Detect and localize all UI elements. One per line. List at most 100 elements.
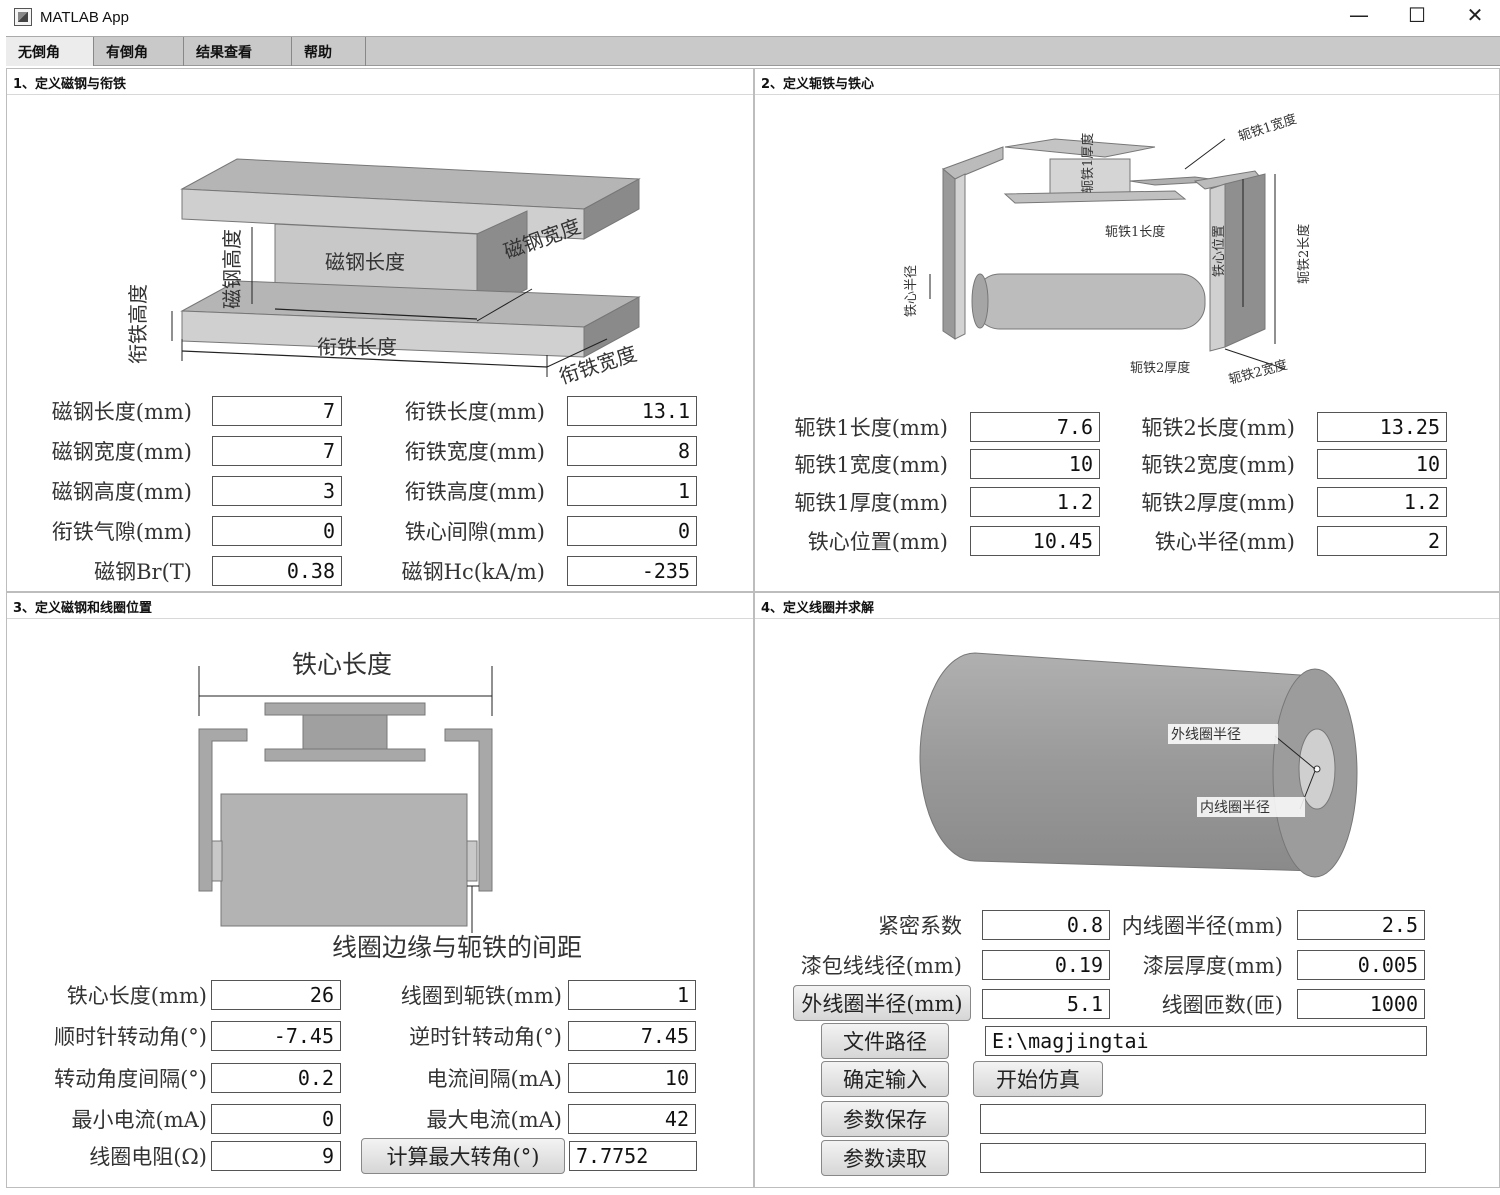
outer-radius-input[interactable]: 5.1 bbox=[982, 989, 1110, 1019]
yoke-core-diagram: 轭铁1宽度 轭铁1厚度 轭铁1长度 铁心位置 轭铁2长度 铁心半径 轭铁2厚度 … bbox=[904, 111, 1312, 388]
load-params-button[interactable]: 参数读取 bbox=[821, 1140, 949, 1176]
panel-magnet-coil-position: 3、定义磁钢和线圈位置 铁心长度 线圈边缘与轭铁的间距 铁心长度(mm) 26 … bbox=[6, 592, 754, 1188]
field-yoke2-thickness: 轭铁2厚度(mm) 1.2 bbox=[1127, 487, 1447, 517]
field-armature-width: 衔铁宽度(mm) 8 bbox=[377, 436, 697, 466]
angle-interval-input[interactable]: 0.2 bbox=[211, 1063, 341, 1093]
save-params-button[interactable]: 参数保存 bbox=[821, 1101, 949, 1137]
label-core-radius: 铁心半径 bbox=[904, 265, 919, 317]
field-cw-angle: 顺时针转动角(°) -7.45 bbox=[19, 1021, 341, 1051]
field-armature-length: 衔铁长度(mm) 13.1 bbox=[377, 396, 697, 426]
current-interval-input[interactable]: 10 bbox=[568, 1063, 696, 1093]
magnet-length-input[interactable]: 7 bbox=[212, 396, 342, 426]
minimize-button[interactable]: — bbox=[1349, 3, 1369, 27]
max-current-input[interactable]: 42 bbox=[568, 1104, 696, 1134]
magnet-hc-input[interactable]: -235 bbox=[567, 556, 697, 586]
title-bar: MATLAB App — ☐ ✕ bbox=[0, 0, 1500, 34]
yoke1-length-input[interactable]: 7.6 bbox=[970, 412, 1100, 442]
field-angle-interval: 转动角度间隔(°) 0.2 bbox=[19, 1063, 341, 1093]
core-position-input[interactable]: 10.45 bbox=[970, 526, 1100, 556]
label-magnet-length: 磁钢长度 bbox=[325, 250, 405, 274]
label-inner-radius: 内线圈半径 bbox=[1200, 800, 1270, 816]
cw-angle-input[interactable]: -7.45 bbox=[211, 1021, 341, 1051]
maximize-button[interactable]: ☐ bbox=[1408, 3, 1426, 27]
magnet-width-input[interactable]: 7 bbox=[212, 436, 342, 466]
yoke2-width-input[interactable]: 10 bbox=[1317, 449, 1447, 479]
tab-chamfer[interactable]: 有倒角 bbox=[94, 37, 184, 66]
field-wire-diameter: 漆包线线径(mm) 0.19 bbox=[770, 950, 1110, 980]
core-length-input[interactable]: 26 bbox=[211, 980, 341, 1010]
file-path-button[interactable]: 文件路径 bbox=[821, 1023, 949, 1059]
core-radius-input[interactable]: 2 bbox=[1317, 526, 1447, 556]
panel-title: 4、定义线圈并求解 bbox=[755, 593, 1499, 619]
field-yoke1-thickness: 轭铁1厚度(mm) 1.2 bbox=[780, 487, 1100, 517]
armature-width-input[interactable]: 8 bbox=[567, 436, 697, 466]
magnet-height-input[interactable]: 3 bbox=[212, 476, 342, 506]
coil-position-diagram: 铁心长度 线圈边缘与轭铁的间距 bbox=[198, 650, 582, 962]
tab-help[interactable]: 帮助 bbox=[292, 37, 366, 66]
coating-thickness-input[interactable]: 0.005 bbox=[1297, 950, 1425, 980]
panel-title: 2、定义轭铁与铁心 bbox=[755, 69, 1499, 95]
armature-length-input[interactable]: 13.1 bbox=[567, 396, 697, 426]
matlab-app-icon bbox=[14, 8, 32, 26]
field-yoke2-width: 轭铁2宽度(mm) 10 bbox=[1127, 449, 1447, 479]
packing-factor-input[interactable]: 0.8 bbox=[982, 910, 1110, 940]
start-simulation-button[interactable]: 开始仿真 bbox=[973, 1061, 1103, 1097]
panel-yoke-core: 2、定义轭铁与铁心 轭铁1宽度 轭铁1厚度 轭铁1长度 铁心位置 轭铁2长度 铁… bbox=[754, 68, 1500, 592]
field-ccw-angle: 逆时针转动角(°) 7.45 bbox=[367, 1021, 696, 1051]
inner-radius-input[interactable]: 2.5 bbox=[1297, 910, 1425, 940]
field-coil-resistance: 线圈电阻(Ω) 9 bbox=[19, 1141, 341, 1171]
field-core-radius: 铁心半径(mm) 2 bbox=[1127, 526, 1447, 556]
tab-bar: 无倒角 有倒角 结果查看 帮助 bbox=[6, 36, 1500, 66]
field-coil-turns: 线圈匝数(匝) 1000 bbox=[1115, 989, 1425, 1019]
panel-title: 3、定义磁钢和线圈位置 bbox=[7, 593, 753, 619]
file-path-input[interactable]: E:\magjingtai bbox=[985, 1026, 1427, 1056]
field-magnet-length: 磁钢长度(mm) 7 bbox=[17, 396, 342, 426]
yoke2-thickness-input[interactable]: 1.2 bbox=[1317, 487, 1447, 517]
field-armature-gap: 衔铁气隙(mm) 0 bbox=[17, 516, 342, 546]
label-core-position: 铁心位置 bbox=[1212, 225, 1227, 277]
core-gap-input[interactable]: 0 bbox=[567, 516, 697, 546]
field-yoke1-width: 轭铁1宽度(mm) 10 bbox=[780, 449, 1100, 479]
max-angle-result: 7.7752 bbox=[569, 1141, 697, 1171]
field-inner-radius: 内线圈半径(mm) 2.5 bbox=[1115, 910, 1425, 940]
coil-turns-input[interactable]: 1000 bbox=[1297, 989, 1425, 1019]
save-params-output[interactable] bbox=[980, 1104, 1426, 1134]
field-min-current: 最小电流(mA) 0 bbox=[19, 1104, 341, 1134]
armature-gap-input[interactable]: 0 bbox=[212, 516, 342, 546]
magnet-armature-diagram: 磁钢高度 磁钢长度 磁钢宽度 衔铁高度 衔铁长度 衔铁宽度 bbox=[126, 158, 641, 389]
field-magnet-br: 磁钢Br(T) 0.38 bbox=[17, 556, 342, 586]
label-yoke2-width: 轭铁2宽度 bbox=[1227, 357, 1289, 388]
panel-magnet-armature: 1、定义磁钢与衔铁 磁钢高度 磁钢长度 磁钢宽度 衔铁高度 衔铁长度 衔铁宽度 … bbox=[6, 68, 754, 592]
magnet-br-input[interactable]: 0.38 bbox=[212, 556, 342, 586]
field-magnet-hc: 磁钢Hc(kA/m) -235 bbox=[377, 556, 697, 586]
armature-height-input[interactable]: 1 bbox=[567, 476, 697, 506]
min-current-input[interactable]: 0 bbox=[211, 1104, 341, 1134]
coil-cylinder-diagram: 外线圈半径 内线圈半径 bbox=[919, 652, 1358, 878]
label-outer-radius: 外线圈半径 bbox=[1171, 727, 1241, 743]
close-button[interactable]: ✕ bbox=[1466, 3, 1484, 27]
wire-diameter-input[interactable]: 0.19 bbox=[982, 950, 1110, 980]
field-current-interval: 电流间隔(mA) 10 bbox=[367, 1063, 696, 1093]
label-yoke1-length: 轭铁1长度 bbox=[1105, 224, 1165, 240]
field-coating-thickness: 漆层厚度(mm) 0.005 bbox=[1115, 950, 1425, 980]
yoke1-width-input[interactable]: 10 bbox=[970, 449, 1100, 479]
ccw-angle-input[interactable]: 7.45 bbox=[568, 1021, 696, 1051]
tab-no-chamfer[interactable]: 无倒角 bbox=[6, 37, 94, 66]
yoke1-thickness-input[interactable]: 1.2 bbox=[970, 487, 1100, 517]
field-core-position: 铁心位置(mm) 10.45 bbox=[780, 526, 1100, 556]
field-magnet-height: 磁钢高度(mm) 3 bbox=[17, 476, 342, 506]
label-magnet-height: 磁钢高度 bbox=[220, 229, 244, 309]
load-params-output[interactable] bbox=[980, 1143, 1426, 1173]
field-yoke1-length: 轭铁1长度(mm) 7.6 bbox=[780, 412, 1100, 442]
yoke2-length-input[interactable]: 13.25 bbox=[1317, 412, 1447, 442]
coil-resistance-input[interactable]: 9 bbox=[211, 1141, 341, 1171]
field-core-length: 铁心长度(mm) 26 bbox=[19, 980, 341, 1010]
outer-radius-button[interactable]: 外线圈半径(mm) bbox=[793, 985, 971, 1021]
confirm-input-button[interactable]: 确定输入 bbox=[821, 1061, 949, 1097]
panel-coil-solve: 4、定义线圈并求解 外线圈半径 内线圈半径 紧密系数 0.8 漆包线线径(mm)… bbox=[754, 592, 1500, 1188]
calc-max-angle-button[interactable]: 计算最大转角(°) bbox=[361, 1138, 565, 1174]
field-max-current: 最大电流(mA) 42 bbox=[367, 1104, 696, 1134]
label-coil-gap: 线圈边缘与轭铁的间距 bbox=[332, 933, 582, 962]
tab-results[interactable]: 结果查看 bbox=[184, 37, 292, 66]
coil-to-yoke-input[interactable]: 1 bbox=[568, 980, 696, 1010]
